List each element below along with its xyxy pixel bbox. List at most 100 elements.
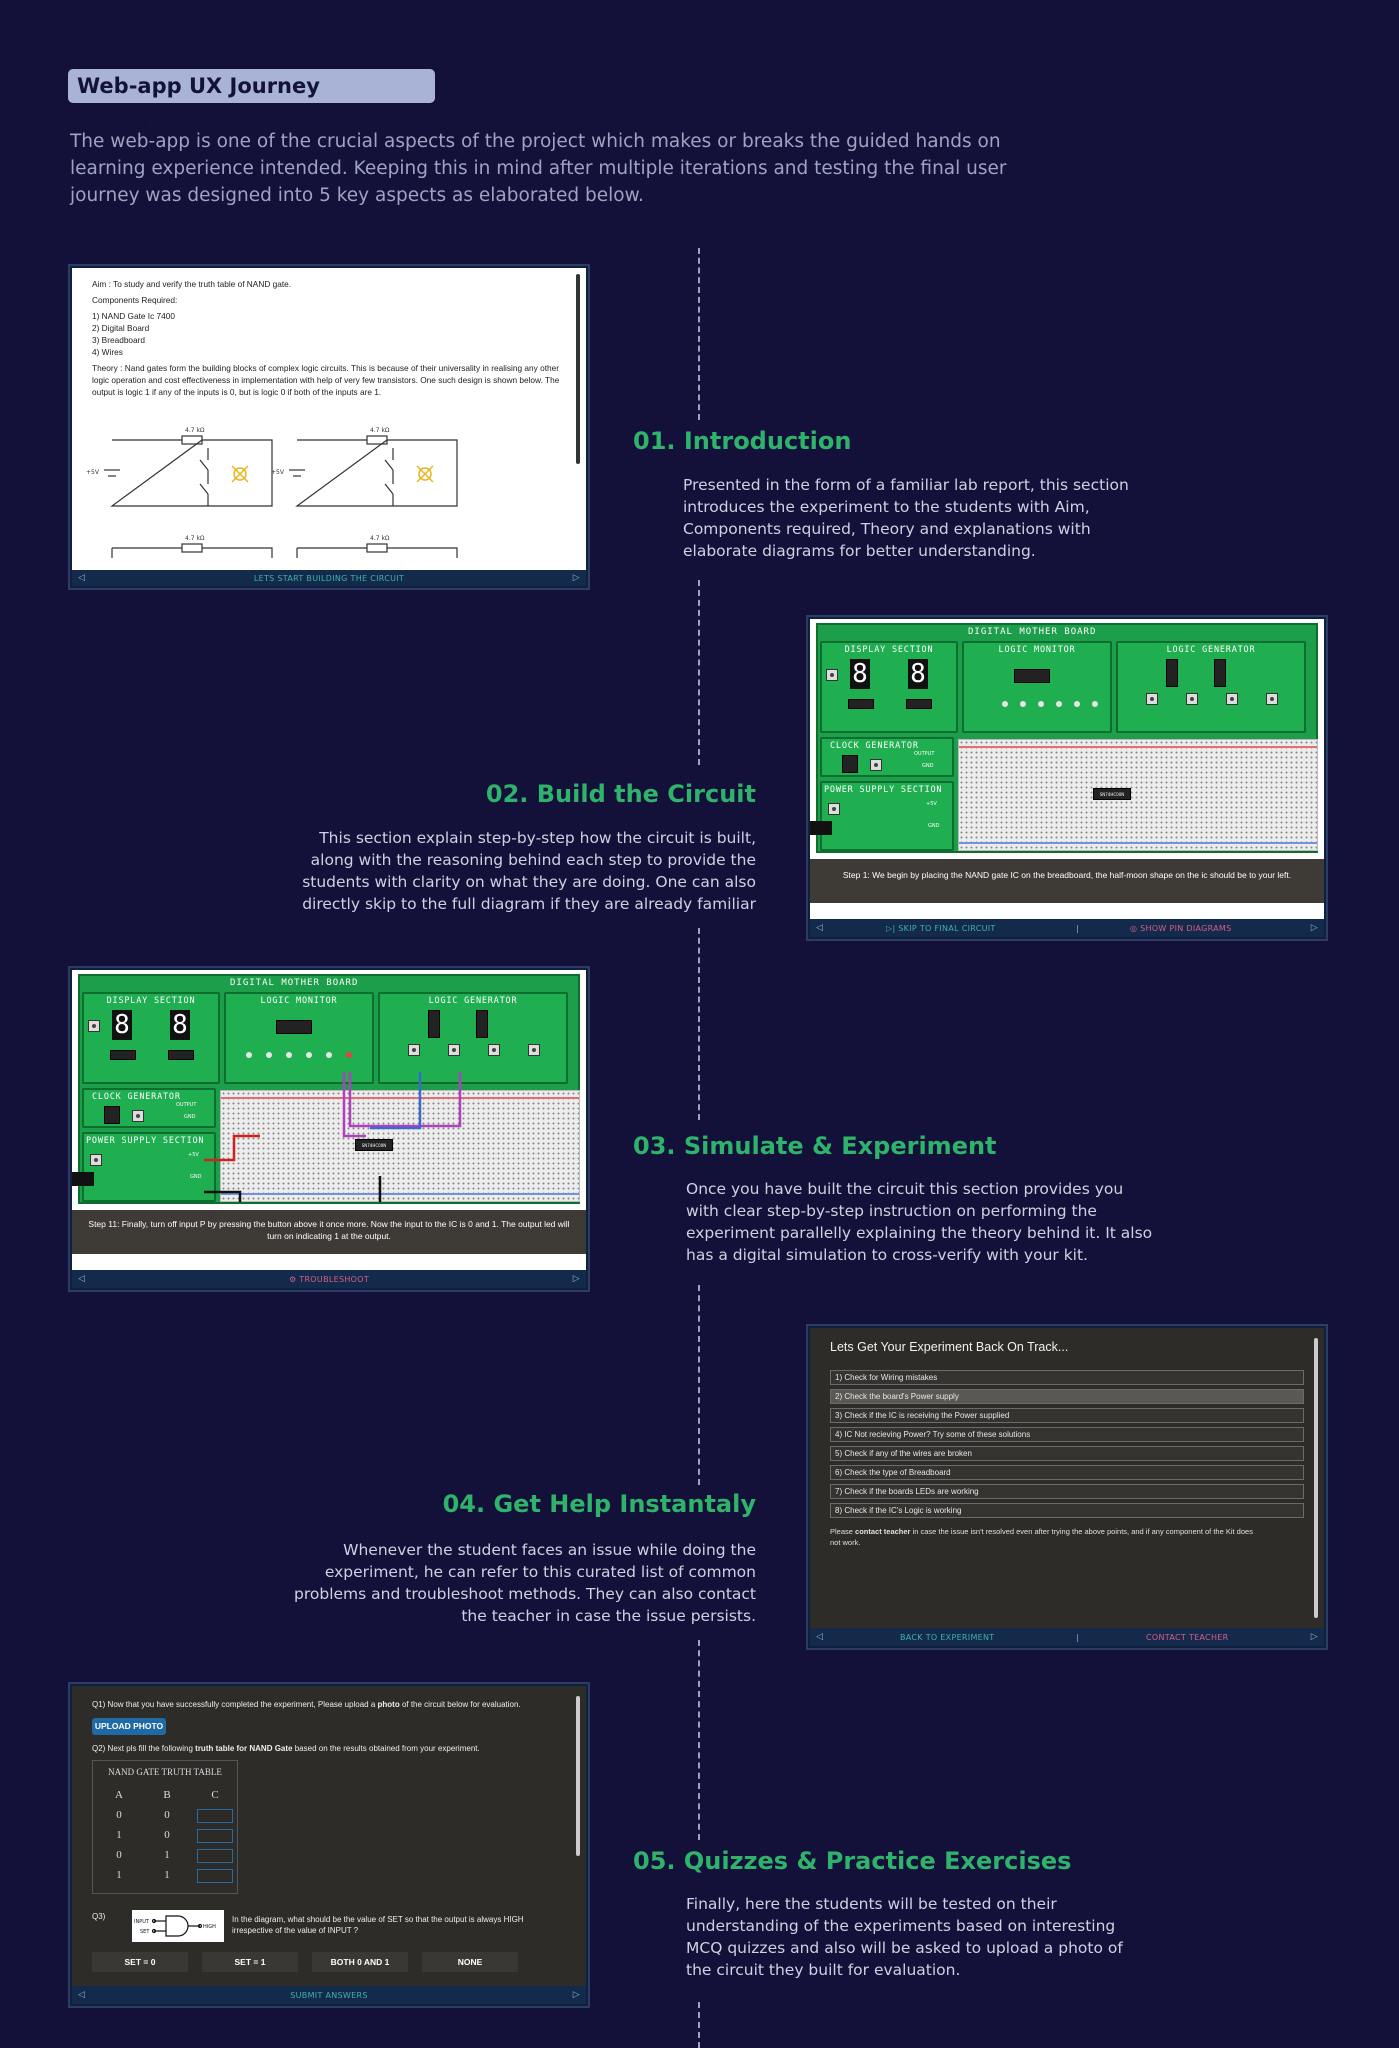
power-supply-section: POWER SUPPLY SECTION +5V GND	[82, 1132, 216, 1202]
led-icon	[1020, 701, 1026, 707]
help-item[interactable]: 4) IC Not recieving Power? Try some of t…	[830, 1427, 1304, 1442]
svg-text:INPUT: INPUT	[134, 1919, 150, 1925]
truth-table-input[interactable]	[197, 1849, 233, 1863]
troubleshoot-button[interactable]: ⚙ TROUBLESHOOT	[288, 1274, 370, 1284]
next-arrow-icon[interactable]: ▷	[1310, 1632, 1318, 1642]
prev-arrow-icon[interactable]: ◁	[78, 1274, 86, 1284]
and-gate-diagram: INPUT SET HIGH	[132, 1910, 224, 1942]
help-item[interactable]: 2) Check the board's Power supply	[830, 1389, 1304, 1404]
scrollbar[interactable]	[1314, 1338, 1318, 1618]
logic-generator-section: LOGIC GENERATOR	[1116, 641, 1306, 733]
aim-text: Aim : To study and verify the truth tabl…	[92, 279, 292, 289]
next-arrow-icon[interactable]: ▷	[1310, 923, 1318, 933]
option-set-1-button[interactable]: SET = 1	[202, 1952, 298, 1972]
button-icon[interactable]	[1186, 693, 1198, 705]
button-icon[interactable]	[826, 669, 838, 681]
introduction-panel: Aim : To study and verify the truth tabl…	[70, 266, 588, 588]
button-icon[interactable]	[528, 1044, 540, 1056]
led-icon	[1056, 701, 1062, 707]
button-icon[interactable]	[88, 1020, 100, 1032]
panel-nav-bar: ◁ LETS START BUILDING THE CIRCUIT ▷	[72, 570, 586, 586]
breadboard: SN74HC00N	[958, 739, 1318, 851]
question-1: Q1) Now that you have successfully compl…	[92, 1700, 521, 1709]
logic-monitor-section: LOGIC MONITOR	[224, 992, 374, 1084]
svg-text:SET: SET	[140, 1929, 150, 1935]
button-icon[interactable]	[870, 759, 882, 771]
button-icon[interactable]	[488, 1044, 500, 1056]
option-none-button[interactable]: NONE	[422, 1952, 518, 1972]
section-body-build: This section explain step-by-step how th…	[302, 829, 756, 913]
digital-mother-board: DIGITAL MOTHER BOARD DISPLAY SECTION 8 8…	[72, 974, 580, 1204]
seven-segment-display: 8	[908, 659, 928, 689]
digital-mother-board: DIGITAL MOTHER BOARD DISPLAY SECTION 8 8…	[810, 623, 1318, 853]
section-title-introduction: 01. Introduction	[633, 427, 852, 455]
power-jack	[72, 1172, 94, 1186]
show-pin-diagrams-button[interactable]: ◎ SHOW PIN DIAGRAMS	[1130, 923, 1232, 933]
button-icon[interactable]	[90, 1154, 102, 1166]
clock-generator-section: CLOCK GENERATOR OUTPUT GND	[820, 737, 954, 777]
svg-text:4.7 kΩ: 4.7 kΩ	[370, 535, 390, 542]
nand-ic[interactable]: SN74HC00N	[355, 1139, 393, 1151]
display-section: DISPLAY SECTION 8 8	[82, 992, 220, 1084]
led-icon	[1002, 701, 1008, 707]
start-building-button[interactable]: LETS START BUILDING THE CIRCUIT	[253, 573, 405, 583]
back-to-experiment-button[interactable]: BACK TO EXPERIMENT	[900, 1632, 995, 1642]
troubleshoot-panel: Lets Get Your Experiment Back On Track..…	[808, 1326, 1326, 1648]
button-icon[interactable]	[132, 1110, 144, 1122]
seven-segment-display: 8	[112, 1010, 132, 1040]
button-icon[interactable]	[1226, 693, 1238, 705]
truth-table-input[interactable]	[197, 1809, 233, 1823]
svg-text:4.7 kΩ: 4.7 kΩ	[370, 427, 390, 434]
truth-table-input[interactable]	[197, 1869, 233, 1883]
button-icon[interactable]	[1266, 693, 1278, 705]
components-label: Components Required:	[92, 295, 178, 305]
section-title-simulate: 03. Simulate & Experiment	[633, 1132, 997, 1160]
ic-chip	[1166, 659, 1178, 687]
scrollbar[interactable]	[576, 1696, 580, 1856]
prev-arrow-icon[interactable]: ◁	[78, 573, 86, 583]
option-both-button[interactable]: BOTH 0 AND 1	[312, 1952, 408, 1972]
help-item[interactable]: 6) Check the type of Breadboard	[830, 1465, 1304, 1480]
led-on-icon	[346, 1052, 352, 1058]
upload-photo-button[interactable]: UPLOAD PHOTO	[92, 1718, 166, 1735]
help-item[interactable]: 7) Check if the boards LEDs are working	[830, 1484, 1304, 1499]
skip-to-final-button[interactable]: ▷| SKIP TO FINAL CIRCUIT	[886, 923, 996, 933]
next-arrow-icon[interactable]: ▷	[572, 573, 580, 583]
option-set-0-button[interactable]: SET = 0	[92, 1952, 188, 1972]
svg-text:+5V: +5V	[271, 469, 285, 476]
help-item[interactable]: 8) Check if the IC's Logic is working	[830, 1503, 1304, 1518]
led-icon	[306, 1052, 312, 1058]
svg-text:4.7 kΩ: 4.7 kΩ	[185, 535, 205, 542]
nand-ic[interactable]: SN74HC00N	[1093, 788, 1131, 800]
help-item[interactable]: 1) Check for Wiring mistakes	[830, 1370, 1304, 1385]
scrollbar[interactable]	[576, 274, 580, 464]
next-arrow-icon[interactable]: ▷	[572, 1990, 580, 2000]
nand-circuit-diagram: 4.7 kΩ 4.7 kΩ 4.7 kΩ 4.7 kΩ +5V +5V	[86, 427, 458, 558]
button-icon[interactable]	[408, 1044, 420, 1056]
truth-table: NAND GATE TRUTH TABLE A B C 0 0 1 0 0 1 …	[92, 1760, 238, 1894]
button-icon[interactable]	[448, 1044, 460, 1056]
prev-arrow-icon[interactable]: ◁	[816, 923, 824, 933]
ic-chip	[168, 1050, 194, 1060]
contact-teacher-button[interactable]: CONTACT TEACHER	[1146, 1632, 1229, 1642]
step-caption: Step 1: We begin by placing the NAND gat…	[810, 859, 1324, 903]
button-icon[interactable]	[828, 803, 840, 815]
submit-answers-button[interactable]: SUBMIT ANSWERS	[290, 1990, 368, 2000]
contact-note: Please contact teacher in case the issue…	[830, 1527, 1253, 1547]
next-arrow-icon[interactable]: ▷	[572, 1274, 580, 1284]
ic-chip	[276, 1020, 312, 1034]
section-title-quizzes: 05. Quizzes & Practice Exercises	[633, 1847, 1072, 1875]
lab-report: Aim : To study and verify the truth tabl…	[92, 278, 567, 402]
seven-segment-display: 8	[170, 1010, 190, 1040]
breadboard: SN74HC00N	[220, 1090, 580, 1202]
prev-arrow-icon[interactable]: ◁	[816, 1632, 824, 1642]
truth-table-input[interactable]	[197, 1829, 233, 1843]
section-body-simulate: Once you have built the circuit this sec…	[686, 1180, 1153, 1264]
help-item[interactable]: 3) Check if the IC is receiving the Powe…	[830, 1408, 1304, 1423]
power-jack	[810, 821, 832, 835]
prev-arrow-icon[interactable]: ◁	[78, 1990, 86, 2000]
help-item[interactable]: 5) Check if any of the wires are broken	[830, 1446, 1304, 1461]
question-2: Q2) Next pls fill the following truth ta…	[92, 1744, 480, 1753]
button-icon[interactable]	[1146, 693, 1158, 705]
component-item: 3) Breadboard	[92, 335, 146, 345]
